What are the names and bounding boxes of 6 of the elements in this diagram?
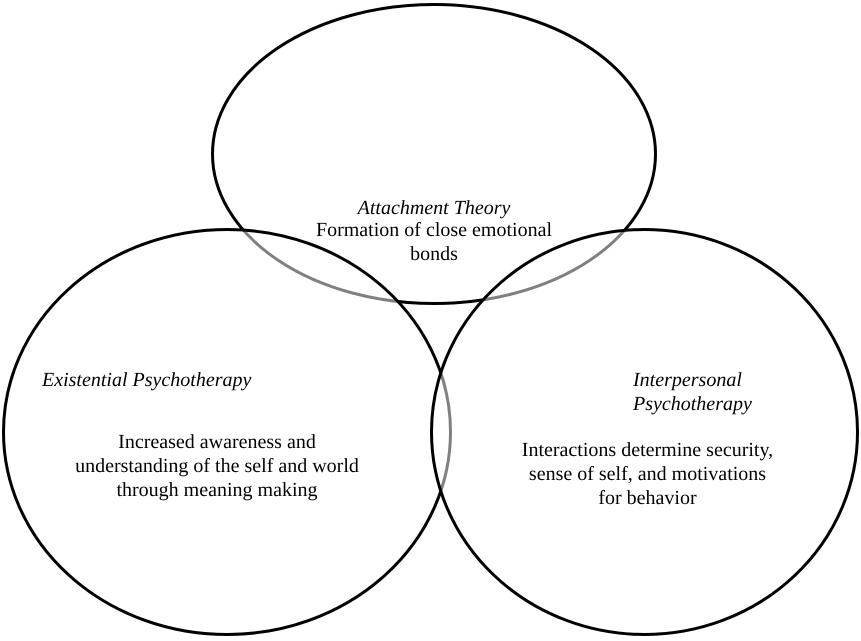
circle-description: Formation of close emotional bonds — [314, 218, 554, 266]
circle-heading: Interpersonal Psychotherapy — [633, 368, 753, 416]
circle-description: Interactions determine security, sense of self, and motivations for behavior — [520, 438, 774, 510]
circle-description: Increased awareness and understanding of the self and world through meaning making — [74, 430, 360, 502]
circle-heading: Existential Psychotherapy — [42, 368, 252, 392]
circle-heading: Attachment Theory — [356, 196, 512, 220]
